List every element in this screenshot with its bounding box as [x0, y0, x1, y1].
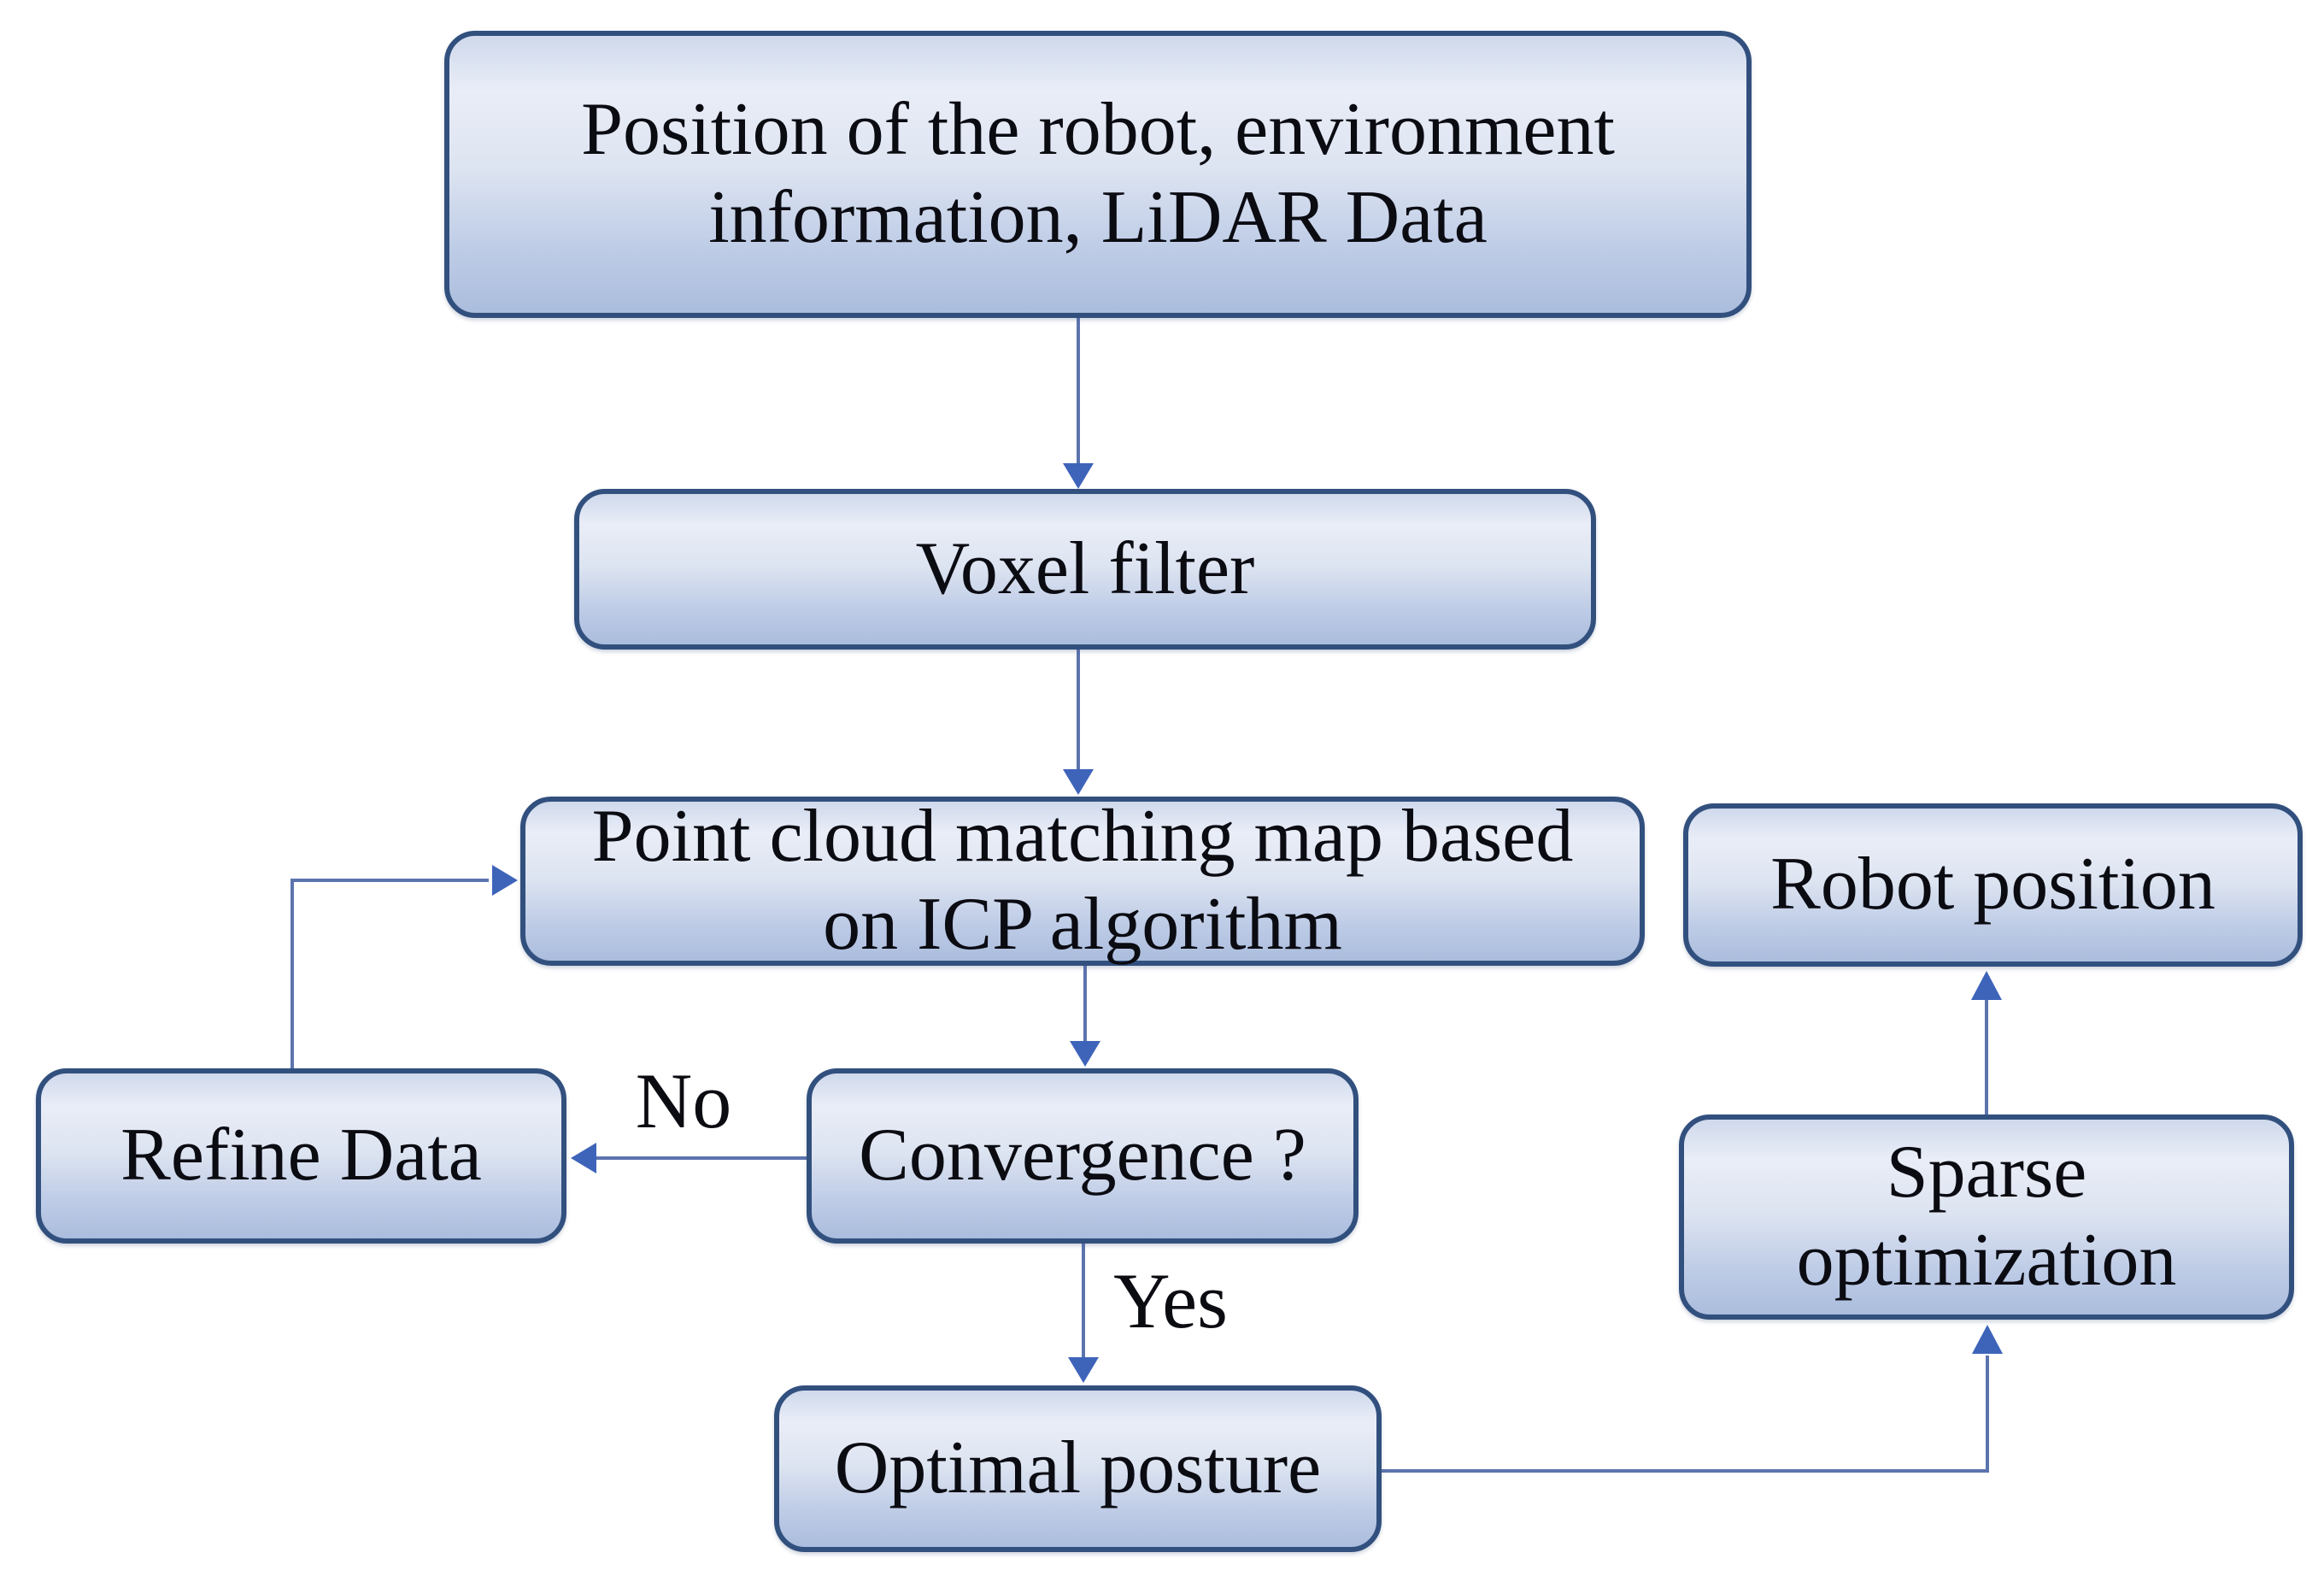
node-icp-matching: Point cloud matching map based on ICP al…	[520, 795, 1645, 966]
node-icp-matching-label: Point cloud matching map based on ICP al…	[591, 795, 1574, 966]
node-refine-data-label: Refine Data	[120, 1114, 482, 1197]
node-robot-position-label: Robot position	[1770, 843, 2215, 926]
node-voxel-filter: Voxel filter	[574, 489, 1596, 650]
node-refine-data: Refine Data	[36, 1068, 566, 1244]
node-optimal-posture-label: Optimal posture	[834, 1426, 1322, 1510]
edge-convergence-optimal-arrowhead	[1068, 1357, 1099, 1383]
edge-voxel-icp-arrowhead	[1063, 769, 1094, 795]
edge-input-voxel-arrowhead	[1063, 463, 1094, 489]
edge-optimal-sparse-arrowhead	[1972, 1325, 2003, 1354]
node-convergence-label: Convergence ?	[859, 1114, 1306, 1197]
edge-refine-icp-line	[290, 879, 489, 1068]
node-optimal-posture: Optimal posture	[774, 1385, 1382, 1552]
edge-label-no: No	[635, 1057, 732, 1144]
node-robot-position: Robot position	[1683, 803, 2303, 967]
node-sparse-optimization-label: Sparse optimization	[1796, 1131, 2177, 1302]
edge-convergence-refine-arrowhead	[571, 1143, 596, 1173]
node-sparse-optimization: Sparse optimization	[1679, 1114, 2294, 1320]
node-convergence: Convergence ?	[807, 1068, 1359, 1244]
node-input-label: Position of the robot, environment infor…	[581, 88, 1615, 259]
edge-label-yes: Yes	[1113, 1257, 1228, 1344]
node-input: Position of the robot, environment infor…	[444, 31, 1752, 318]
edge-refine-icp-arrowhead	[492, 865, 518, 896]
edge-sparse-robot-arrowhead	[1971, 971, 2002, 1000]
edge-optimal-sparse-line	[1382, 1356, 1989, 1473]
edge-icp-convergence-arrowhead	[1070, 1041, 1100, 1067]
node-voxel-filter-label: Voxel filter	[915, 526, 1255, 610]
